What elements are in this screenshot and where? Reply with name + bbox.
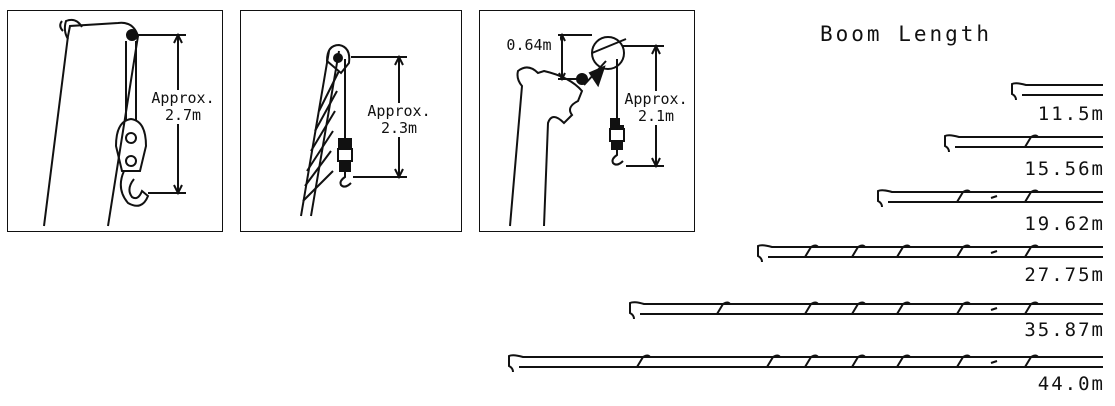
approx-text-2: Approx. <box>367 102 431 120</box>
boom-silhouette <box>1011 82 1103 101</box>
boom-length-label: 27.75m <box>1024 264 1105 286</box>
boom-length-label: 44.0m <box>1037 373 1105 395</box>
boom-length-label: 15.56m <box>1024 158 1105 180</box>
lattice-jib-drawing <box>300 43 407 217</box>
hook-panel-1: Approx. 2.7m <box>7 10 223 232</box>
height-label-3: Approx. 2.1m <box>620 91 692 125</box>
boom-length-label: 11.5m <box>1037 103 1105 125</box>
hook-panel-2: Approx. 2.3m <box>240 10 462 232</box>
boom-silhouette <box>508 354 1103 373</box>
single-top-drawing <box>509 32 664 227</box>
boom-length-title: Boom Length <box>820 22 993 46</box>
height-label-2: Approx. 2.3m <box>362 103 436 137</box>
boom-length-label: 19.62m <box>1024 213 1105 235</box>
boom-tip-hook-drawing-1 <box>43 18 186 227</box>
offset-label: 0.64m <box>498 37 560 54</box>
boom-silhouette <box>944 134 1103 153</box>
hook-panel-3: 0.64m Approx. 2.1m <box>479 10 695 232</box>
approx-text-1: Approx. <box>151 89 215 107</box>
boom-silhouette <box>757 244 1103 263</box>
height-value-2: 2.3m <box>380 119 418 137</box>
height-value-3: 2.1m <box>637 107 675 125</box>
boom-length-label: 35.87m <box>1024 319 1105 341</box>
boom-silhouette <box>629 301 1103 320</box>
boom-silhouette <box>877 189 1103 208</box>
height-value-1: 2.7m <box>164 106 202 124</box>
height-label-1: Approx. 2.7m <box>146 90 220 124</box>
approx-text-3: Approx. <box>624 90 688 108</box>
